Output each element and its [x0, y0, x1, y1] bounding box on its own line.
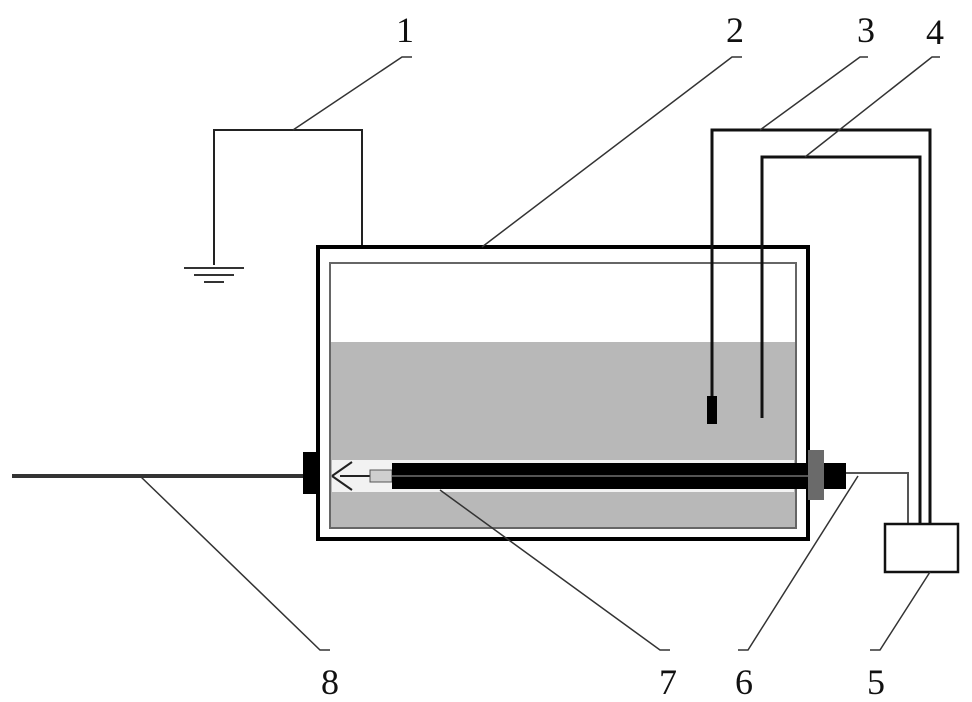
probe-3-tip — [707, 396, 717, 424]
right-flange — [808, 450, 824, 500]
callout-5: 5 — [867, 662, 885, 702]
sensor-wire — [846, 472, 909, 525]
end-connector — [824, 463, 846, 489]
probe-3 — [710, 128, 932, 525]
callout-8: 8 — [321, 662, 339, 702]
callout-2: 2 — [726, 10, 744, 50]
callout-4: 4 — [926, 12, 944, 52]
callout-1: 1 — [396, 10, 414, 50]
callout-6: 6 — [735, 662, 753, 702]
control-box — [883, 522, 960, 574]
tank — [316, 245, 810, 541]
leader-lines — [139, 56, 940, 651]
inner-tube — [331, 461, 808, 491]
callout-3: 3 — [857, 10, 875, 50]
left-seal — [303, 452, 319, 494]
callout-7: 7 — [659, 662, 677, 702]
probe-4 — [760, 155, 922, 525]
ground-symbol-icon — [184, 267, 244, 283]
